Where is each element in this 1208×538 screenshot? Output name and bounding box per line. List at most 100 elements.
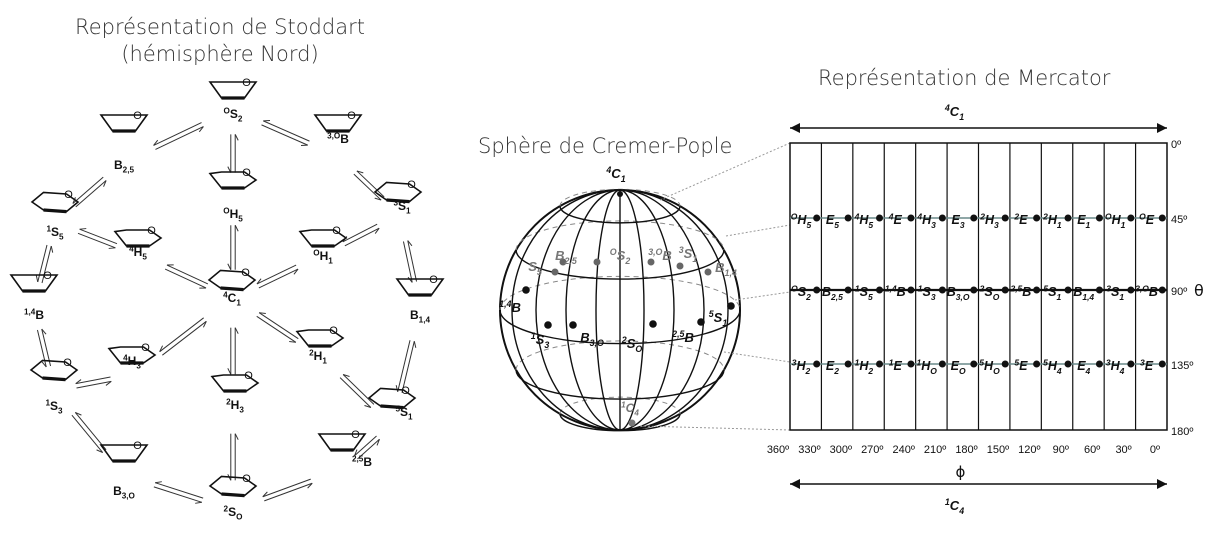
phi-symbol: ϕ: [956, 463, 966, 481]
sphere-point-lower: [697, 318, 705, 326]
stoddart-label-oh1: OH1: [313, 248, 333, 265]
mercator-point: [844, 214, 852, 222]
svg-text:O: O: [332, 225, 341, 237]
equilibrium-arrow: [353, 170, 385, 201]
theta-tick: 45º: [1171, 214, 1187, 226]
mercator-row135-label: EO: [951, 359, 966, 376]
equilibrium-arrow: [153, 481, 204, 504]
sphere-point-upper: [676, 262, 684, 270]
phi-tick: 180º: [955, 444, 977, 456]
ring-icon: O: [113, 225, 163, 248]
mercator-row45-label: E1: [1077, 213, 1090, 230]
theta-symbol: θ: [1194, 281, 1204, 300]
svg-text:O: O: [351, 429, 360, 441]
mercator-row90-label: B1,4: [1073, 285, 1094, 302]
projection-line: [639, 425, 791, 431]
phi-tick: 300º: [830, 444, 852, 456]
equilibrium-arrow: [159, 317, 207, 356]
projection-line: [725, 224, 791, 237]
stoddart-label-b14: B1,4: [410, 308, 430, 325]
mercator-row45-label: 4H5: [854, 211, 874, 230]
stoddart-label-b25: B2,5: [114, 158, 134, 175]
sphere-upper-label: OS2: [610, 247, 631, 266]
svg-text:O: O: [133, 440, 142, 452]
mercator-point: [1095, 214, 1103, 222]
mercator-point: [813, 286, 821, 294]
ring-icon: O: [99, 110, 149, 133]
mercator-point: [1158, 214, 1166, 222]
equilibrium-arrow: [227, 327, 239, 375]
ring-icon: O: [210, 370, 260, 393]
stoddart-label-4h5: 4H5: [129, 244, 147, 261]
longitude-front: [535, 189, 621, 431]
mercator-row135-label: 1HO: [916, 357, 937, 376]
ring-icon: O: [207, 267, 257, 292]
sphere-point-lower: [727, 302, 735, 310]
projection-line: [734, 291, 791, 301]
svg-text:O: O: [141, 342, 150, 354]
stoddart-label-25b: 2,5B: [352, 454, 372, 469]
ring-icon: O: [295, 325, 345, 348]
mercator-row135-label: 1E: [889, 357, 903, 373]
mercator-point: [1127, 360, 1135, 368]
mercator-row45-label: OE: [1139, 211, 1155, 227]
ring-icon: O: [313, 110, 363, 133]
mercator-row90-label: 3,OB: [1135, 283, 1158, 299]
mercator-row45-label: OH5: [791, 211, 812, 230]
mercator-row135-label: E2: [826, 359, 839, 376]
stoddart-label-5s1: 5S1: [395, 404, 413, 421]
mercator-bottom-label: 1C4: [945, 497, 964, 516]
mercator-point: [1001, 360, 1009, 368]
ring-icon: O: [99, 440, 149, 463]
sphere-lower-label: 1S3: [531, 331, 550, 350]
svg-text:O: O: [401, 385, 410, 397]
mercator-point: [938, 286, 946, 294]
svg-text:O: O: [43, 270, 52, 282]
ring-icon: O: [367, 385, 417, 410]
bottom-range-arrow: [790, 479, 1167, 489]
mercator-row90-label: 3S1: [1106, 283, 1124, 302]
sphere-point-upper: [647, 258, 655, 266]
mercator-point: [1001, 214, 1009, 222]
sphere-upper-label: B1,4: [715, 260, 737, 278]
equilibrium-arrow: [153, 122, 204, 150]
stoddart-label-2h1: 2H1: [309, 348, 327, 365]
equilibrium-arrow: [77, 228, 118, 249]
svg-text:O: O: [63, 357, 72, 369]
longitude-front: [595, 189, 621, 431]
mercator-point: [1127, 286, 1135, 294]
phi-tick: 120º: [1018, 444, 1040, 456]
phi-tick: 90º: [1053, 444, 1069, 456]
sphere-point-lower: [649, 320, 657, 328]
sphere-title: Sphère de Cremer-Pople: [478, 134, 733, 158]
mercator-row135-label: 5E: [1014, 357, 1028, 373]
ring-icon: O: [373, 179, 423, 204]
mercator-row135-label: E4: [1077, 359, 1090, 376]
equilibrium-arrow: [256, 312, 299, 343]
stoddart-label-3s1: 3S1: [393, 198, 411, 215]
mercator-point: [1095, 360, 1103, 368]
mercator-point: [970, 214, 978, 222]
mercator-row90-label: 2,5B: [1009, 283, 1031, 299]
mercator-row135-label: 1H2: [855, 357, 874, 376]
ring-icon: O: [30, 189, 80, 214]
ring-icon: O: [29, 357, 79, 382]
stoddart-label-1s3: 1S3: [45, 398, 63, 415]
equilibrium-arrow: [339, 373, 375, 409]
ring-icon: O: [208, 77, 258, 100]
mercator-point: [1033, 214, 1041, 222]
sphere-upper-label: S5: [528, 259, 543, 277]
mercator-row45-label: 4E: [888, 211, 903, 227]
mercator-row135-label: 5H4: [1043, 357, 1062, 376]
ring-icon: O: [208, 167, 258, 190]
equilibrium-arrow: [342, 223, 380, 247]
mercator-point: [876, 214, 884, 222]
mercator-point: [844, 360, 852, 368]
svg-text:O: O: [241, 267, 250, 279]
equilibrium-arrow: [354, 435, 380, 460]
north-pole-point: [617, 191, 623, 197]
sphere-lower-label: 2,5B: [671, 329, 694, 345]
stoddart-diagram: OOS2OB2,5O3,OBOOH5O1S5O3S1O4H5OOH1O1,4BO…: [9, 77, 445, 522]
equilibrium-arrow: [227, 134, 239, 173]
